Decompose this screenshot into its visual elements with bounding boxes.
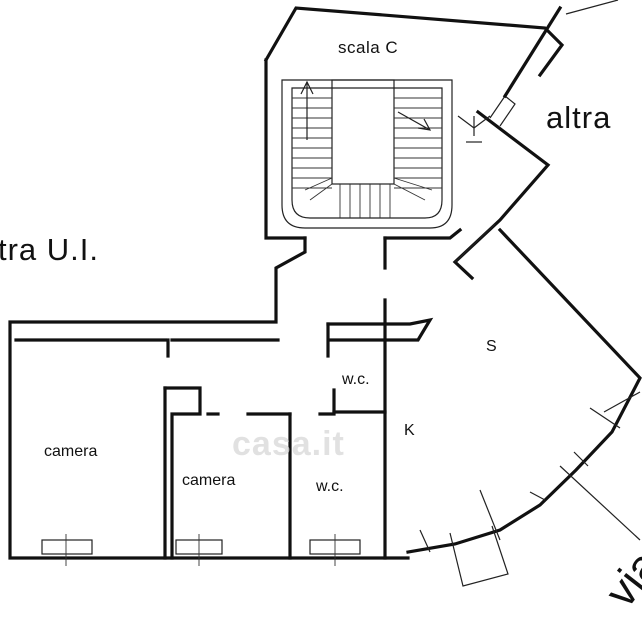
- label-stair: scala C: [338, 38, 399, 57]
- label-wc-lower: w.c.: [316, 478, 344, 495]
- stair-treads: [292, 97, 442, 218]
- faucet-symbol: [457, 115, 491, 143]
- stair-arrow-up: [300, 80, 314, 140]
- outer-wall: [406, 0, 642, 587]
- apartment-walls: [8, 236, 434, 560]
- label-camera-mid: camera: [182, 472, 236, 489]
- stair-arrow-down: [397, 111, 432, 131]
- staircase: [263, 6, 565, 240]
- floor-plan: [8, 0, 642, 587]
- watermark: casa.it: [232, 425, 345, 463]
- label-other-unit-left: tra U.I.: [0, 232, 100, 267]
- label-camera-left: camera: [44, 443, 98, 460]
- windows: [41, 534, 361, 566]
- label-wc-upper: w.c.: [342, 371, 370, 388]
- label-room-k: K: [404, 422, 415, 439]
- label-room-s: S: [486, 338, 497, 355]
- label-other-unit-right: altra: [546, 100, 612, 135]
